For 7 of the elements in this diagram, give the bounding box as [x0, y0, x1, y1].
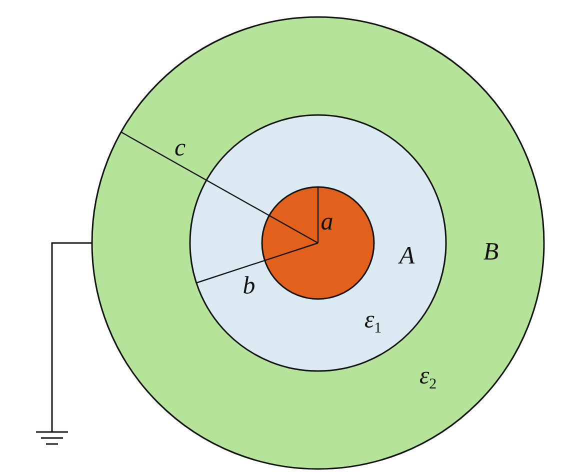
variable-label: a — [320, 210, 334, 234]
variable-label: A — [399, 244, 415, 268]
variable-label: B — [483, 240, 499, 264]
variable-label: ε$_{2}$ — [419, 363, 437, 393]
variable-label: c — [174, 136, 186, 160]
variable-label: ε$_{1}$ — [364, 307, 382, 337]
variable-label: b — [242, 274, 256, 298]
